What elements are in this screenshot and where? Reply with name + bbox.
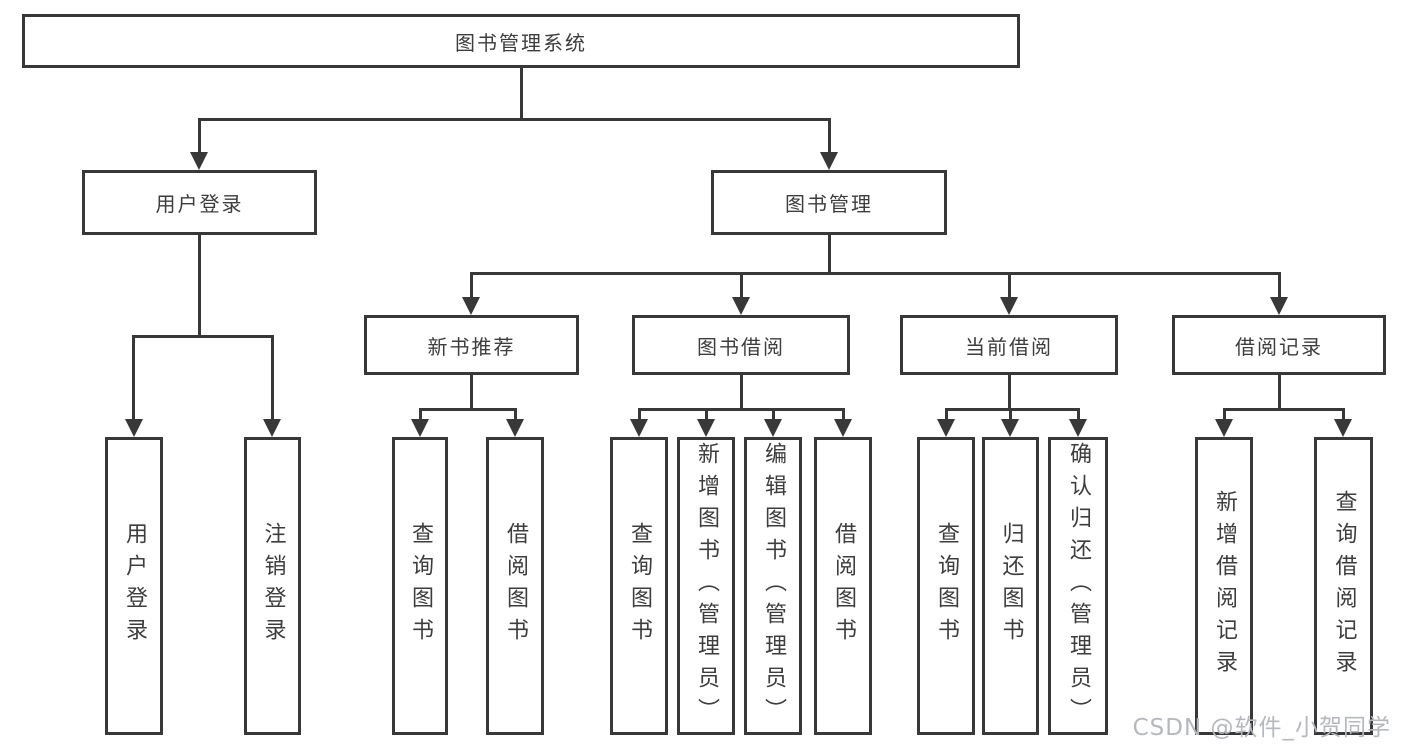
- arrowhead-icon: [506, 419, 524, 437]
- arrowhead-icon: [937, 419, 955, 437]
- node-leaf-query-book-3: 查询图书: [917, 437, 975, 735]
- connector-line: [705, 408, 708, 421]
- node-leaf-query-borrow-record: 查询借阅记录: [1314, 437, 1373, 735]
- connector-line: [638, 408, 641, 421]
- connector-line: [514, 408, 517, 421]
- connector-line: [419, 408, 517, 411]
- arrowhead-icon: [1000, 297, 1018, 315]
- node-label: 查询图书: [934, 522, 959, 650]
- arrowhead-icon: [732, 297, 750, 315]
- connector-line: [520, 68, 523, 118]
- node-leaf-add-book-admin: 新增图书（管理员）: [677, 437, 735, 735]
- connector-line: [828, 118, 831, 154]
- node-label: 用户登录: [122, 522, 147, 650]
- node-new-book-recommend: 新书推荐: [364, 315, 579, 375]
- node-label: 确认归还（管理员）: [1066, 442, 1091, 730]
- node-label: 图书借阅: [697, 334, 785, 359]
- node-leaf-logout: 注销登录: [244, 437, 301, 735]
- connector-line: [271, 335, 274, 421]
- connector-line: [198, 235, 201, 335]
- arrowhead-icon: [411, 419, 429, 437]
- arrowhead-icon: [1069, 419, 1087, 437]
- node-label: 图书管理系统: [455, 30, 587, 55]
- node-label: 编辑图书（管理员）: [761, 442, 786, 730]
- connector-line: [1342, 408, 1345, 421]
- connector-line: [1223, 408, 1226, 421]
- connector-line: [470, 272, 1280, 275]
- connector-line: [1008, 272, 1011, 299]
- node-leaf-query-book-1: 查询图书: [392, 437, 448, 735]
- connector-line: [740, 272, 743, 299]
- arrowhead-icon: [697, 419, 715, 437]
- arrowhead-icon: [630, 419, 648, 437]
- connector-line: [842, 408, 845, 421]
- connector-line: [1278, 375, 1281, 408]
- arrowhead-icon: [1001, 419, 1019, 437]
- node-label: 图书管理: [785, 192, 873, 216]
- arrowhead-icon: [1270, 297, 1288, 315]
- connector-line: [198, 118, 830, 121]
- connector-line: [945, 408, 948, 421]
- arrowhead-icon: [1215, 419, 1233, 437]
- connector-line: [638, 408, 845, 411]
- node-label: 新书推荐: [427, 334, 516, 359]
- node-leaf-add-borrow-record: 新增借阅记录: [1195, 437, 1253, 735]
- node-label: 新增借阅记录: [1212, 490, 1237, 682]
- node-current-borrowing: 当前借阅: [900, 315, 1118, 375]
- arrowhead-icon: [834, 419, 852, 437]
- node-leaf-borrow-book-2: 借阅图书: [814, 437, 872, 735]
- node-book-borrowing: 图书借阅: [632, 315, 850, 375]
- connector-line: [198, 118, 201, 154]
- node-label: 新增图书（管理员）: [694, 442, 719, 730]
- arrowhead-icon: [764, 419, 782, 437]
- node-label: 查询图书: [627, 522, 652, 650]
- watermark: CSDN @软件_小贺同学: [1132, 715, 1391, 741]
- arrowhead-icon: [462, 297, 480, 315]
- node-leaf-edit-book-admin: 编辑图书（管理员）: [744, 437, 802, 735]
- node-leaf-query-book-2: 查询图书: [610, 437, 668, 735]
- connector-line: [1223, 408, 1345, 411]
- connector-line: [470, 272, 473, 299]
- node-leaf-return-book: 归还图书: [982, 437, 1039, 735]
- node-label: 当前借阅: [965, 334, 1053, 359]
- arrowhead-icon: [263, 419, 281, 437]
- node-book-management: 图书管理: [711, 170, 947, 235]
- node-label: 查询图书: [408, 522, 433, 650]
- node-leaf-confirm-return-admin: 确认归还（管理员）: [1048, 437, 1108, 735]
- node-label: 借阅记录: [1235, 334, 1323, 359]
- connector-line: [740, 375, 743, 408]
- connector-line: [1008, 375, 1011, 408]
- arrowhead-icon: [125, 419, 143, 437]
- node-leaf-borrow-book-1: 借阅图书: [486, 437, 544, 735]
- connector-line: [470, 375, 473, 408]
- connector-line: [1077, 408, 1080, 421]
- connector-line: [945, 408, 1080, 411]
- node-leaf-user-login: 用户登录: [105, 437, 163, 735]
- arrowhead-icon: [190, 152, 208, 170]
- connector-line: [828, 235, 831, 275]
- arrowhead-icon: [820, 152, 838, 170]
- connector-line: [1278, 272, 1281, 299]
- connector-line: [772, 408, 775, 421]
- connector-line: [132, 335, 135, 421]
- node-label: 注销登录: [260, 522, 286, 650]
- node-label: 借阅图书: [503, 522, 528, 650]
- node-label: 借阅图书: [831, 522, 856, 650]
- connector-line: [132, 335, 274, 338]
- node-label: 归还图书: [998, 522, 1024, 650]
- node-label: 查询借阅记录: [1331, 490, 1357, 682]
- node-library-management-system: 图书管理系统: [22, 14, 1020, 68]
- node-label: 用户登录: [155, 192, 244, 216]
- connector-line: [419, 408, 422, 421]
- node-borrowing-records: 借阅记录: [1172, 315, 1386, 375]
- node-user-login: 用户登录: [82, 170, 317, 235]
- connector-line: [1009, 408, 1012, 421]
- arrowhead-icon: [1334, 419, 1352, 437]
